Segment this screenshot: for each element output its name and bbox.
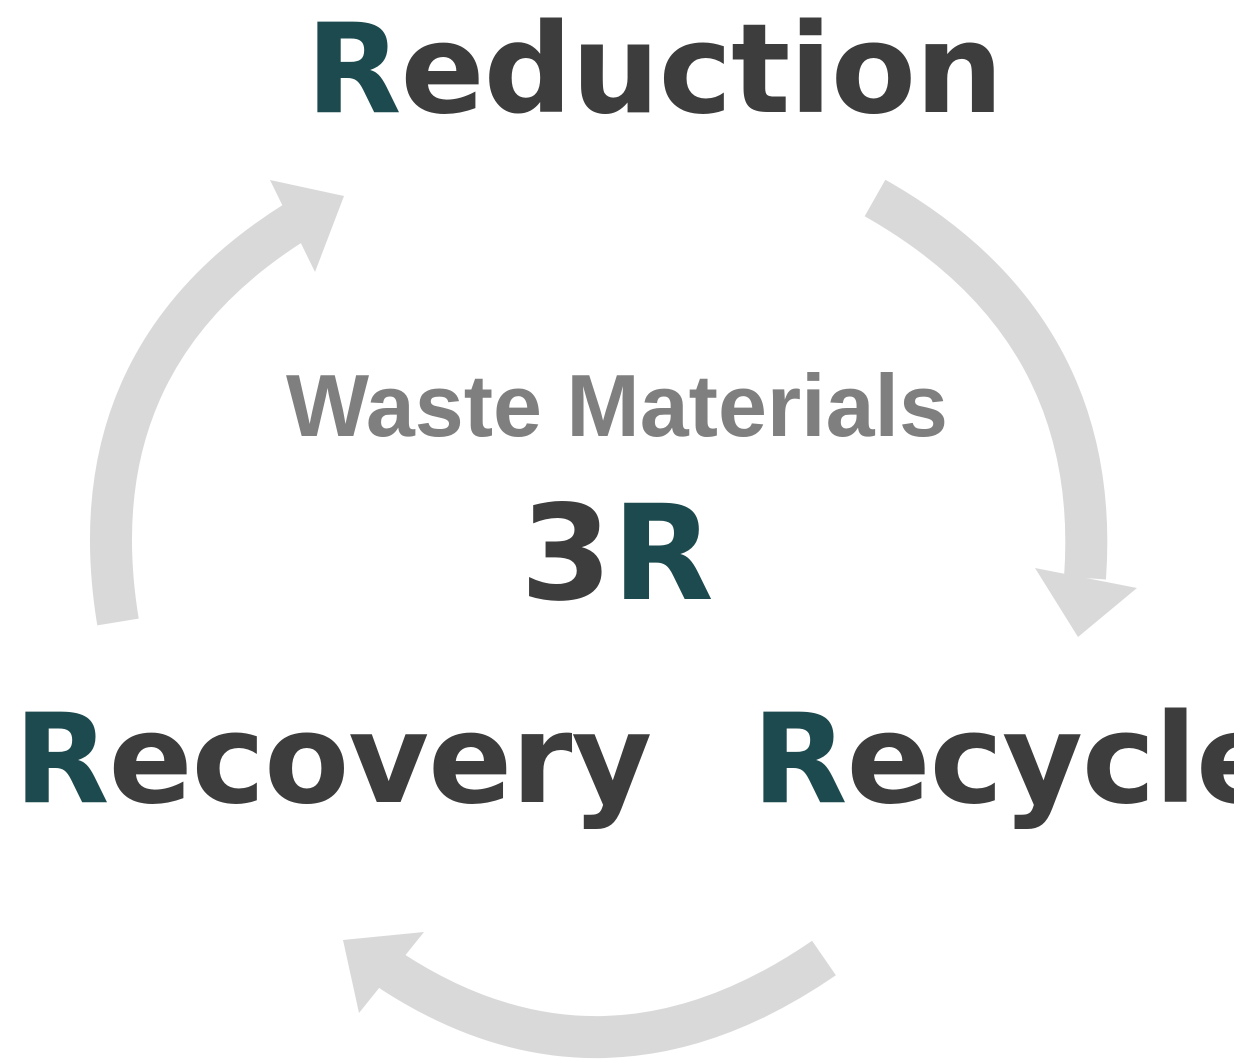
node-recovery-initial: R xyxy=(14,688,109,832)
center-title-digit: 3 xyxy=(520,477,613,631)
node-recovery: Recovery xyxy=(14,698,652,822)
arrow-recycle-to-recovery xyxy=(343,932,836,1059)
node-recycle-initial: R xyxy=(752,688,847,832)
node-recovery-rest: ecovery xyxy=(108,688,652,832)
center-subtitle: Waste Materials xyxy=(286,356,948,455)
center-title: 3R xyxy=(0,488,1234,620)
center-title-letter: R xyxy=(612,477,714,631)
node-recycle-rest: ecycle xyxy=(846,688,1234,832)
node-recycle: Recycle xyxy=(752,698,1234,822)
arrow-recovery-to-reduction xyxy=(89,180,344,626)
node-reduction-initial: R xyxy=(306,0,401,142)
node-reduction: Reduction xyxy=(306,8,1003,132)
node-reduction-rest: eduction xyxy=(400,0,1003,142)
arrow-reduction-to-recycle xyxy=(864,179,1137,637)
